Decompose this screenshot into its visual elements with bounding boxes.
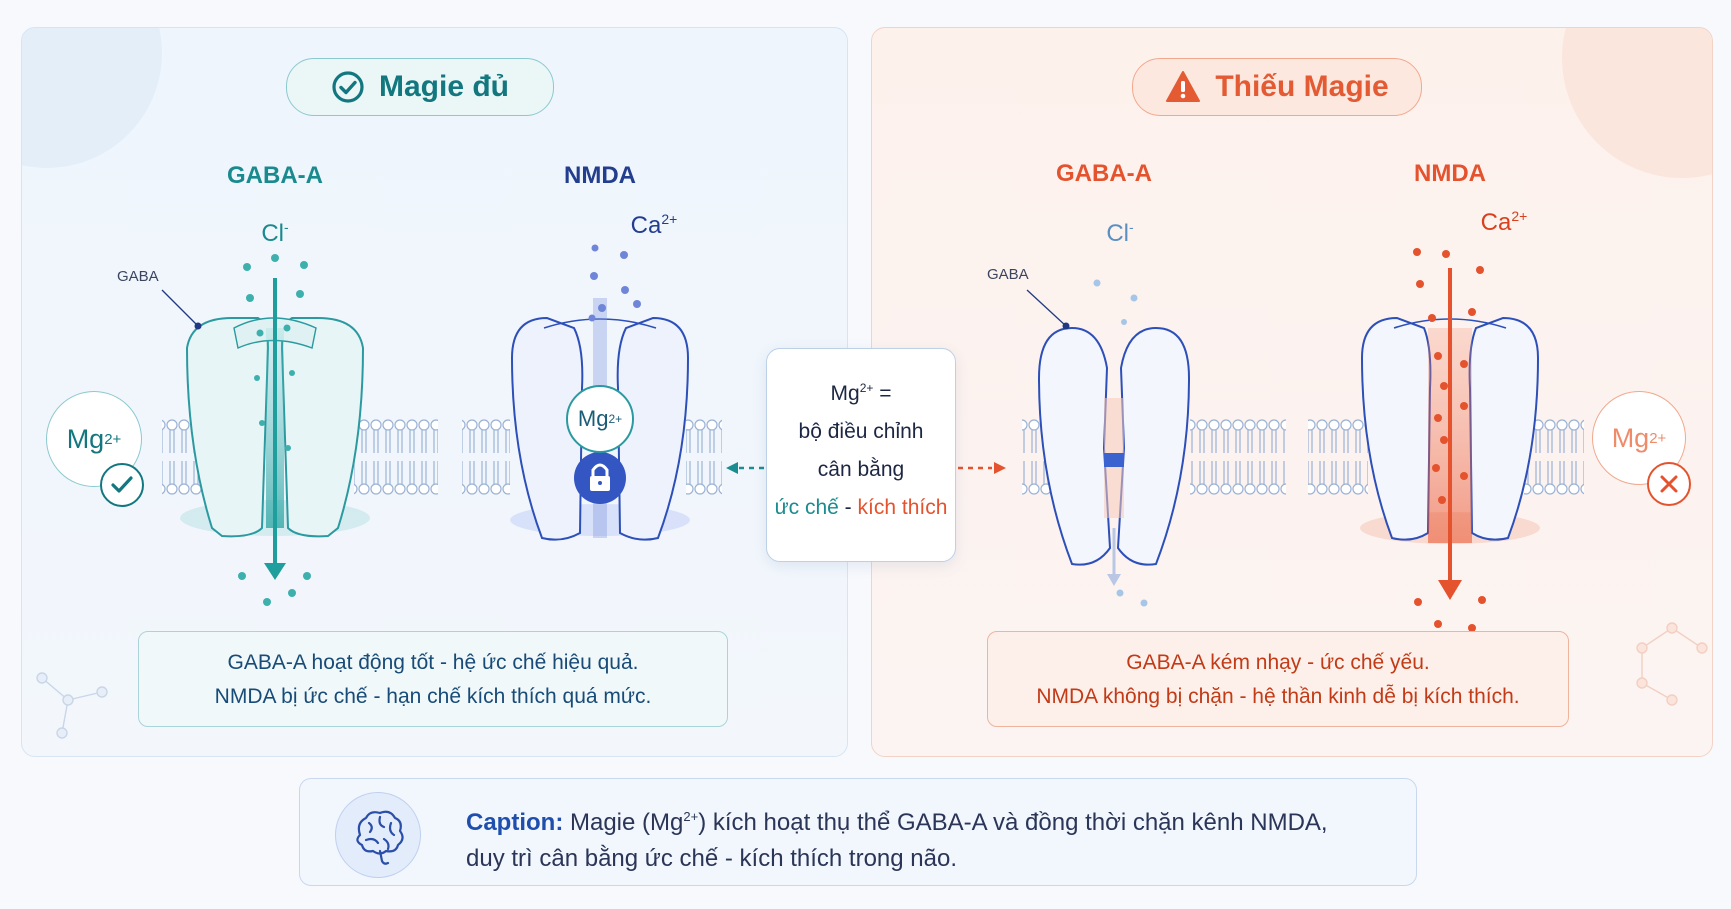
sufficient-magnesium-panel: Magie đủ GABA-A NMDA Cl- Ca2+ GABA bbox=[21, 27, 848, 757]
deficient-magnesium-header: Thiếu Magie bbox=[1132, 58, 1422, 116]
sufficient-magnesium-header: Magie đủ bbox=[286, 58, 554, 116]
caption-box: Caption: Magie (Mg2+) kích hoạt thụ thể … bbox=[299, 778, 1417, 886]
lipid-bilayer bbox=[686, 419, 722, 497]
calcium-ion-label: Ca2+ bbox=[630, 211, 678, 239]
panel-title: Thiếu Magie bbox=[1215, 70, 1389, 103]
gaba-a-label: GABA-A bbox=[1056, 160, 1152, 187]
caption-line: duy trì cân bằng ức chế - kích thích tro… bbox=[466, 845, 958, 872]
lipid-bilayer bbox=[1308, 419, 1368, 497]
chloride-ions bbox=[1093, 279, 1148, 607]
cross-icon bbox=[1647, 462, 1691, 506]
lipid-bilayer bbox=[462, 419, 510, 497]
decorative-molecule bbox=[1636, 622, 1708, 706]
deficient-magnesium-panel: Thiếu Magie GABA-A NMDA Cl- Ca2+ GABA bbox=[871, 27, 1713, 757]
caption-text: Caption: Magie (Mg2+) kích hoạt thụ thể … bbox=[466, 799, 1328, 877]
left-membrane-diagram bbox=[36, 244, 764, 739]
nmda-channel bbox=[1360, 268, 1540, 600]
panel-title: Magie đủ bbox=[378, 70, 509, 103]
narrow-gate bbox=[1104, 453, 1124, 467]
summary-line: GABA-A hoạt động tốt - hệ ức chế hiệu qu… bbox=[227, 651, 639, 674]
lipid-bilayer bbox=[1190, 419, 1286, 497]
chloride-ion-label: Cl- bbox=[261, 219, 289, 247]
calcium-ions bbox=[588, 244, 641, 322]
summary-line: NMDA bị ức chế - hạn chế kích thích quá … bbox=[214, 685, 652, 708]
check-circle-icon bbox=[331, 70, 365, 104]
chloride-ions bbox=[238, 254, 311, 606]
summary-line: GABA-A kém nhạy - ức chế yếu. bbox=[1126, 651, 1430, 674]
gaba-a-channel bbox=[1026, 289, 1191, 586]
warning-triangle-icon bbox=[1165, 70, 1201, 104]
lipid-bilayer bbox=[354, 419, 438, 497]
magnesium-regulator-box: Mg2+ = bộ điều chỉnh cân bằng ức chế - k… bbox=[766, 348, 956, 562]
calcium-ion-label: Ca2+ bbox=[1480, 208, 1528, 236]
deficient-summary-box: GABA-A kém nhạy - ức chế yếu. NMDA không… bbox=[987, 631, 1569, 727]
nmda-label: NMDA bbox=[1414, 160, 1486, 187]
nmda-label: NMDA bbox=[564, 162, 636, 189]
regulator-line: cân bằng bbox=[817, 458, 905, 481]
gaba-molecule-label: GABA bbox=[117, 268, 159, 285]
caption-label: Caption: bbox=[466, 809, 564, 836]
summary-line: NMDA không bị chặn - hệ thần kinh dễ bị … bbox=[1036, 685, 1520, 708]
sufficient-summary-box: GABA-A hoạt động tốt - hệ ức chế hiệu qu… bbox=[138, 631, 728, 727]
regulator-title: Mg2+ = bbox=[830, 381, 892, 405]
brain-icon bbox=[335, 792, 421, 878]
regulator-balance: ức chế - kích thích bbox=[774, 496, 948, 519]
gaba-molecule-label: GABA bbox=[987, 266, 1029, 283]
check-icon bbox=[100, 463, 144, 507]
nmda-channel bbox=[510, 298, 690, 541]
right-membrane-diagram bbox=[958, 248, 1708, 706]
gaba-a-channel bbox=[161, 278, 370, 580]
calcium-ions bbox=[1413, 248, 1486, 632]
decorative-molecule bbox=[36, 672, 108, 739]
regulator-line: bộ điều chỉnh bbox=[798, 420, 924, 443]
chloride-ion-label: Cl- bbox=[1106, 219, 1134, 247]
gaba-a-label: GABA-A bbox=[227, 162, 323, 189]
